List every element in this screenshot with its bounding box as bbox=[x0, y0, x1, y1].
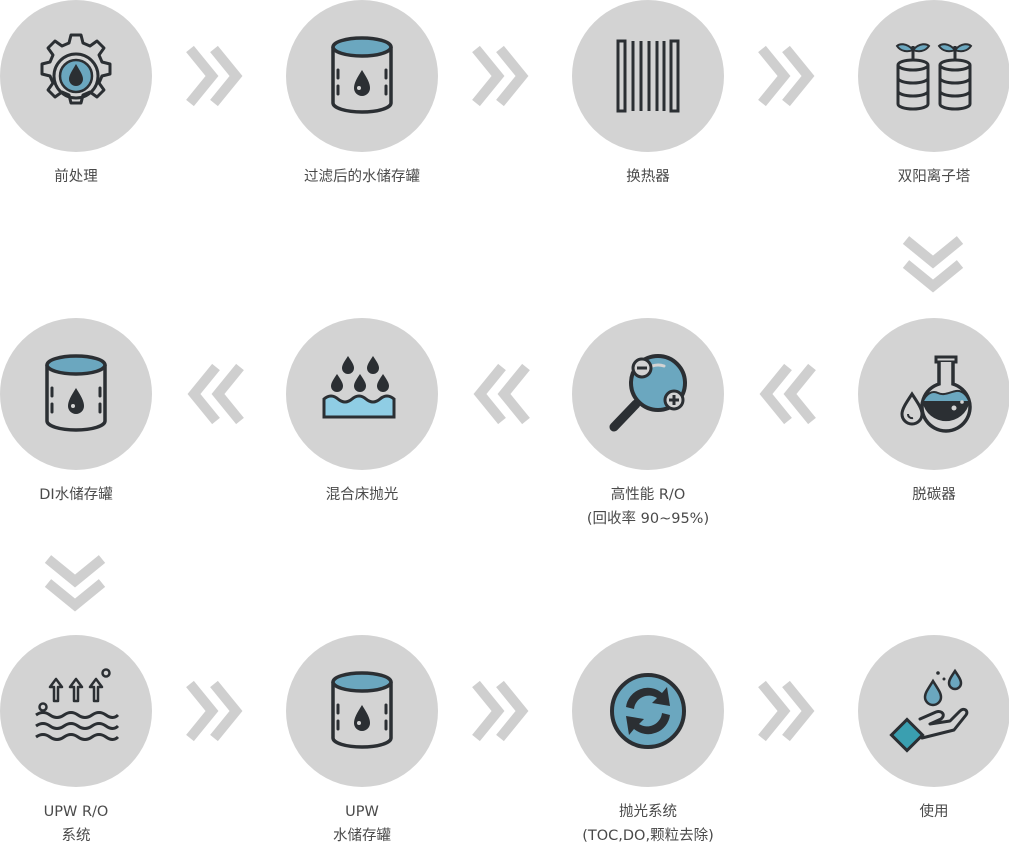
step-circle bbox=[858, 318, 1009, 470]
arrow-right-icon bbox=[752, 676, 822, 746]
label-line: (回收率 90~95%) bbox=[586, 511, 710, 527]
step-label: 抛光系统 (TOC,DO,颗粒去除) bbox=[572, 800, 724, 848]
arrow-left-icon bbox=[752, 359, 822, 429]
label-line: 过滤后的水储存罐 bbox=[304, 169, 420, 185]
arrow-down-icon bbox=[40, 549, 110, 619]
step-label: UPW R/O 系统 bbox=[0, 800, 152, 848]
evaporation-icon bbox=[35, 668, 120, 741]
step-circle bbox=[0, 0, 152, 152]
label-line: (TOC,DO,颗粒去除) bbox=[582, 828, 714, 844]
label-line: 高性能 R/O bbox=[610, 487, 686, 503]
step-circle bbox=[572, 635, 724, 787]
flask-icon bbox=[900, 355, 972, 433]
step-circle bbox=[286, 0, 438, 152]
label-line: 混合床抛光 bbox=[325, 487, 399, 503]
heat-exchanger-icon bbox=[616, 39, 680, 113]
step-circle bbox=[286, 318, 438, 470]
step-label: 过滤后的水储存罐 bbox=[286, 165, 438, 189]
step-label: 混合床抛光 bbox=[286, 483, 438, 507]
water-drops-icon bbox=[322, 356, 396, 419]
arrow-left-icon bbox=[180, 359, 250, 429]
label-line: 系统 bbox=[61, 828, 91, 844]
step-pretreatment: 前处理 bbox=[0, 0, 152, 189]
step-circle bbox=[0, 635, 152, 787]
label-line: UPW R/O bbox=[43, 804, 109, 820]
arrow-right-icon bbox=[466, 41, 536, 111]
step-filtered-storage: 过滤后的水储存罐 bbox=[286, 0, 438, 189]
step-label: 高性能 R/O (回收率 90~95%) bbox=[572, 483, 724, 531]
label-line: 水储存罐 bbox=[333, 828, 391, 844]
label-line: 抛光系统 bbox=[619, 804, 677, 820]
arrow-down-icon bbox=[898, 230, 968, 300]
step-label: 换热器 bbox=[572, 165, 724, 189]
step-heat-exchanger: 换热器 bbox=[572, 0, 724, 189]
step-label: 使用 bbox=[858, 800, 1009, 824]
step-circle bbox=[0, 318, 152, 470]
step-use: 使用 bbox=[858, 635, 1009, 824]
step-upw-ro: UPW R/O 系统 bbox=[0, 635, 152, 848]
step-degasser: 脱碳器 bbox=[858, 318, 1009, 507]
label-line: UPW bbox=[345, 804, 379, 820]
gear-drop-icon bbox=[40, 33, 112, 105]
step-circle bbox=[572, 0, 724, 152]
hand-water-icon bbox=[889, 668, 969, 753]
step-circle bbox=[572, 318, 724, 470]
arrow-right-icon bbox=[180, 676, 250, 746]
storage-tank-icon bbox=[331, 36, 393, 114]
step-high-perf-ro: 高性能 R/O (回收率 90~95%) bbox=[572, 318, 724, 531]
label-line: 双阳离子塔 bbox=[897, 169, 971, 185]
step-di-storage: DI水储存罐 bbox=[0, 318, 152, 507]
step-dual-bed-ion: 双阳离子塔 bbox=[858, 0, 1009, 189]
arrow-right-icon bbox=[752, 41, 822, 111]
storage-tank-icon bbox=[331, 671, 393, 749]
ion-tower-icon bbox=[895, 43, 973, 111]
arrow-left-icon bbox=[466, 359, 536, 429]
label-line: 换热器 bbox=[626, 169, 670, 185]
label-line: 前处理 bbox=[54, 169, 98, 185]
label-line: DI水储存罐 bbox=[39, 487, 113, 503]
step-label: 脱碳器 bbox=[858, 483, 1009, 507]
step-circle bbox=[858, 635, 1009, 787]
storage-tank-icon bbox=[45, 354, 107, 432]
step-polishing: 抛光系统 (TOC,DO,颗粒去除) bbox=[572, 635, 724, 848]
label-line: 脱碳器 bbox=[912, 487, 956, 503]
step-circle bbox=[858, 0, 1009, 152]
step-label: UPW 水储存罐 bbox=[286, 800, 438, 848]
arrow-right-icon bbox=[466, 676, 536, 746]
arrow-right-icon bbox=[180, 41, 250, 111]
step-circle bbox=[286, 635, 438, 787]
ion-magnifier-icon bbox=[609, 354, 687, 432]
recycle-icon bbox=[610, 673, 686, 749]
label-line: 使用 bbox=[919, 804, 949, 820]
step-label: 前处理 bbox=[0, 165, 152, 189]
step-label: DI水储存罐 bbox=[0, 483, 152, 507]
step-mixed-bed: 混合床抛光 bbox=[286, 318, 438, 507]
step-upw-storage: UPW 水储存罐 bbox=[286, 635, 438, 848]
step-label: 双阳离子塔 bbox=[858, 165, 1009, 189]
